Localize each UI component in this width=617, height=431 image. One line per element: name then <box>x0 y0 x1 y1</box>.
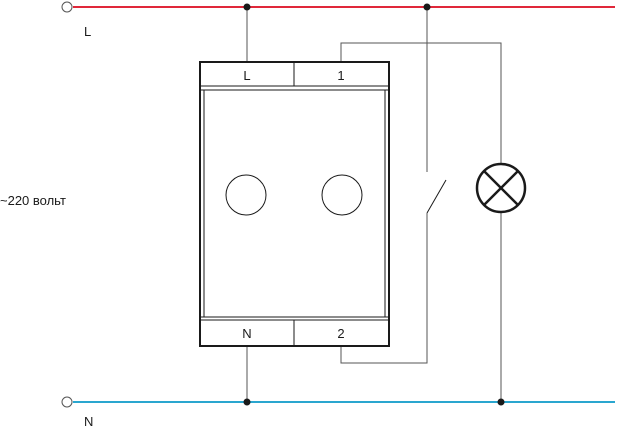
terminal-label-1: 1 <box>337 68 344 83</box>
wiring <box>246 7 502 402</box>
normally-open-switch-icon <box>426 179 447 214</box>
junction-dot <box>243 3 251 11</box>
neutral-label: N <box>84 414 93 429</box>
junction-dot <box>243 398 251 406</box>
device-button-left <box>225 174 267 216</box>
terminal-label-2: 2 <box>337 326 344 341</box>
lamp-icon <box>475 162 527 214</box>
neutral-terminal <box>61 396 73 408</box>
junction-dot <box>423 3 431 11</box>
terminal-label-n: N <box>242 326 251 341</box>
device-button-right <box>321 174 363 216</box>
phase-terminal <box>61 1 73 13</box>
phase-label: L <box>84 24 91 39</box>
junction-dot <box>497 398 505 406</box>
terminal-label-l: L <box>243 68 250 83</box>
supply-voltage-label: ~220 вольт <box>0 193 66 208</box>
